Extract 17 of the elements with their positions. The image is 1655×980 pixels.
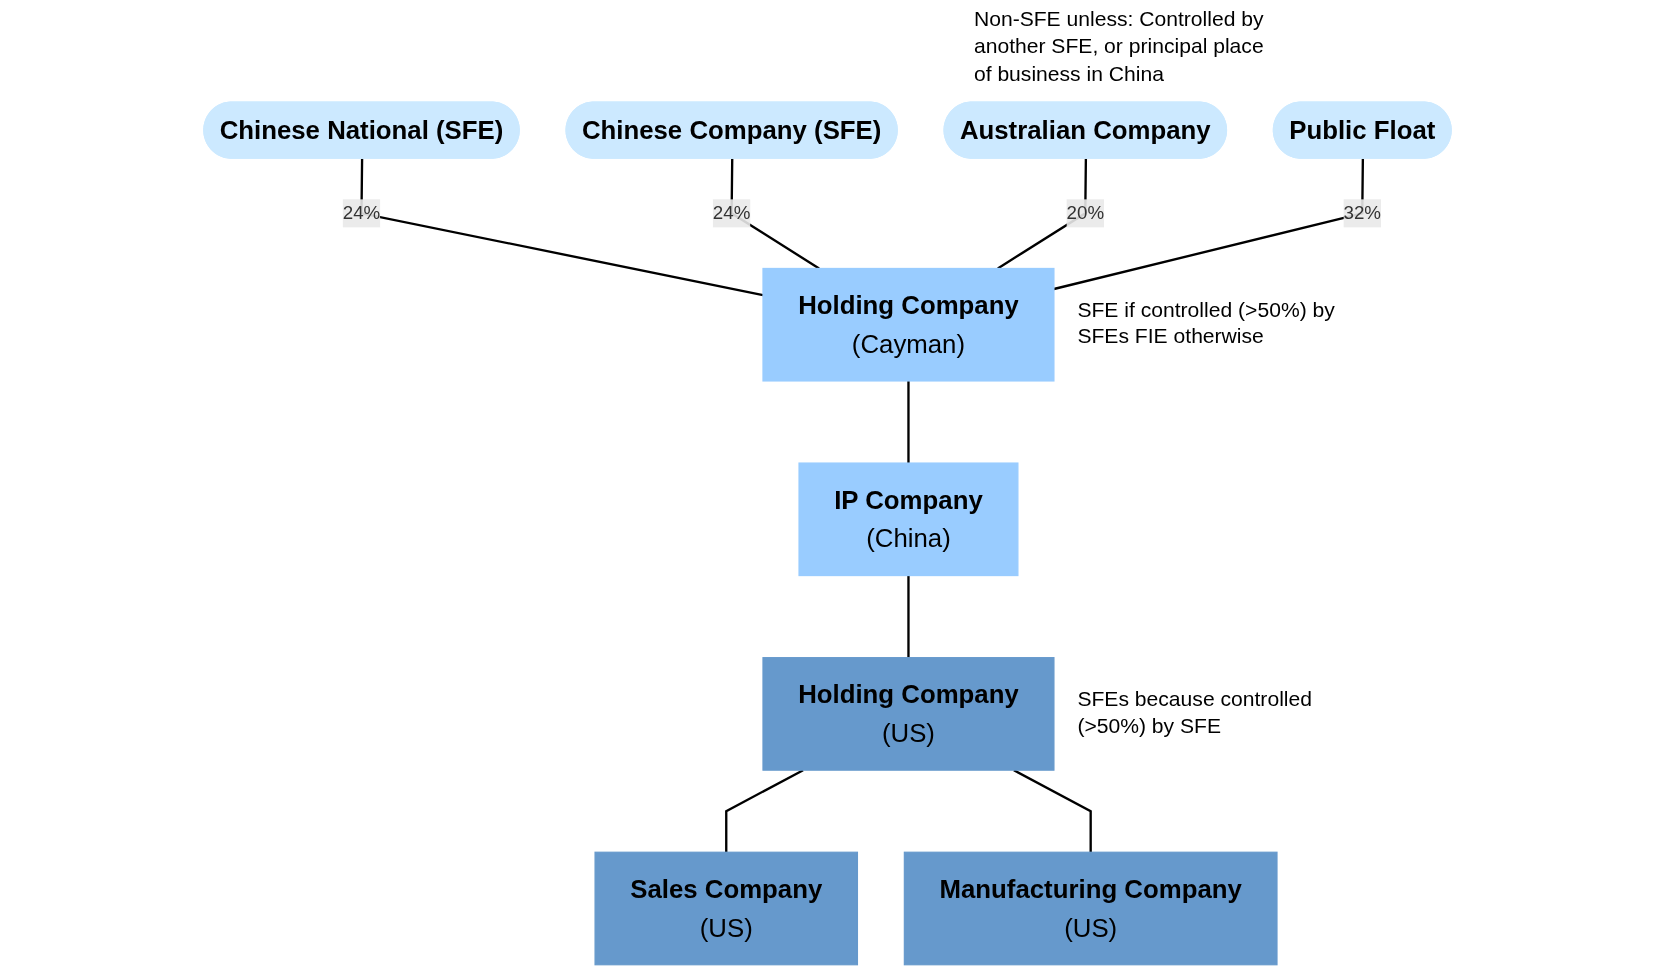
node-label: SFEs because controlled (>50%) by SFE — [1077, 686, 1312, 738]
connector — [725, 769, 804, 853]
edge-label: 24% — [712, 202, 751, 223]
node-box: IP Company (China) — [798, 462, 1019, 577]
node-label: SFE if controlled (>50%) by SFEs FIE otherwise — [1077, 297, 1335, 349]
node-box: Holding Company (Cayman) — [762, 267, 1055, 382]
edge-label: 24% — [342, 202, 381, 223]
edge-label: 32% — [1343, 202, 1382, 223]
connector — [1013, 769, 1092, 853]
node-box: Sales Company (US) — [594, 851, 859, 966]
edge-label: 20% — [1066, 202, 1105, 223]
node-box: Holding Company (US) — [762, 657, 1055, 771]
connector — [1053, 158, 1365, 291]
node-box: Manufacturing Company (US) — [903, 851, 1278, 966]
connector — [907, 575, 910, 658]
node-label: Non-SFE unless: Controlled by another SFE, or principal place of business in China — [973, 7, 1264, 86]
connector — [907, 381, 910, 464]
